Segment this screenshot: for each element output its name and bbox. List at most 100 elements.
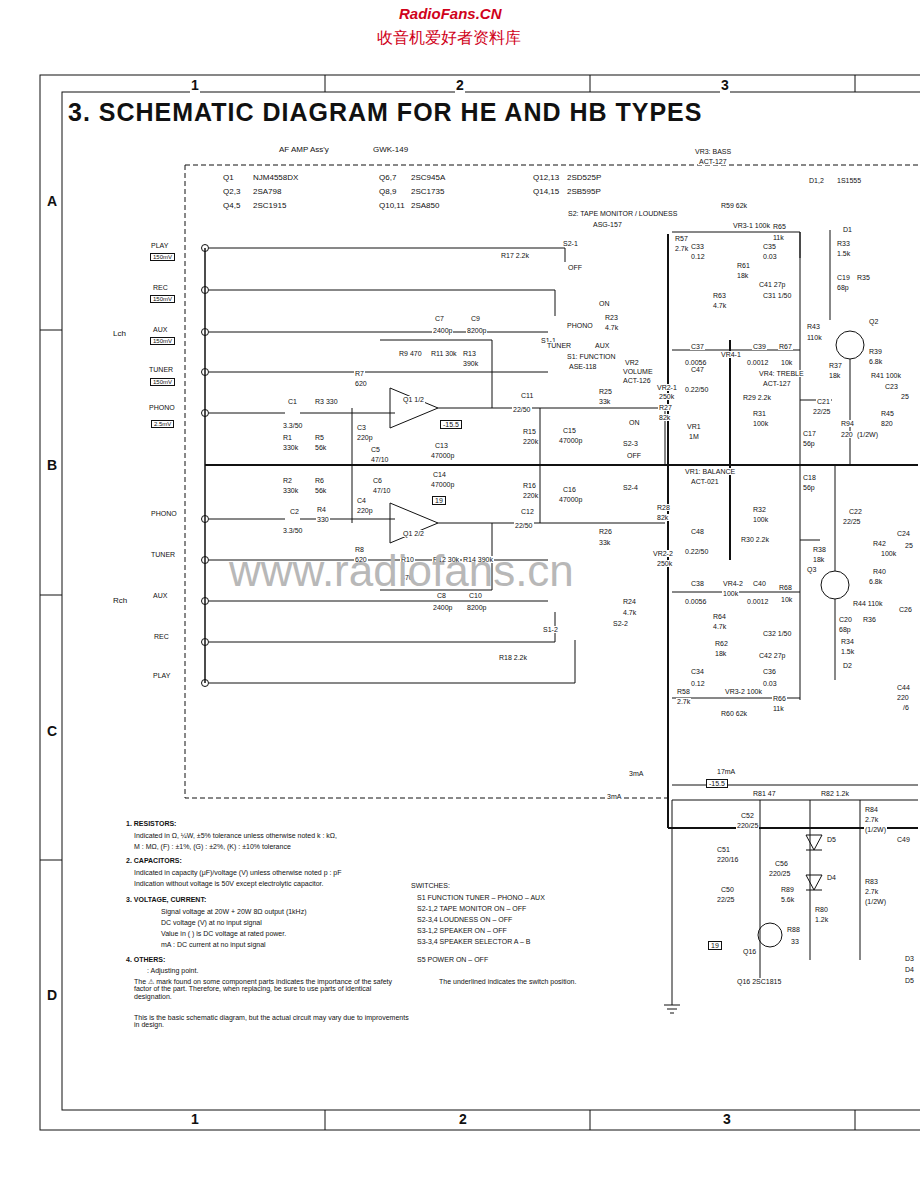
label-text: S2-3 <box>622 440 639 447</box>
label-text: C6 <box>372 477 383 484</box>
label-text: 150mV <box>150 253 175 261</box>
label-text: D4 <box>826 874 837 881</box>
driver-wires <box>830 230 850 680</box>
label-text: 2SC945A <box>410 174 446 182</box>
label-text: 220/25 <box>768 870 791 877</box>
label-text: C34 <box>690 668 705 675</box>
label-text: Q3 <box>806 566 817 573</box>
watermark: www.radiofans.cn <box>228 548 575 594</box>
label-text: S2-3,4 LOUDNESS ON – OFF <box>416 916 513 923</box>
label-text: 56k <box>314 487 327 494</box>
inner-frame <box>62 92 920 1110</box>
label-text: C42 27p <box>758 652 786 659</box>
label-text: 220p <box>356 434 374 441</box>
label-text: C52 <box>740 812 755 819</box>
label-text: 1.5k <box>836 250 851 257</box>
label-text: C37 <box>690 343 705 350</box>
label-text: AF AMP Ass'y <box>278 146 330 154</box>
label-text: R45 <box>880 410 895 417</box>
supply-wires <box>760 800 860 980</box>
label-text: R6 <box>314 477 325 484</box>
label-text: 0.12 <box>690 253 706 260</box>
label-text: Q1 <box>222 174 235 182</box>
label-text: C49 <box>896 836 911 843</box>
label-text: PLAY <box>152 672 171 679</box>
label-text: 8200p <box>466 604 487 611</box>
label-text: 17mA <box>716 768 736 775</box>
label-text: 820 <box>880 420 894 427</box>
label-text: C44 <box>896 684 911 691</box>
label-text: C12 <box>520 508 535 515</box>
label-text: 220k <box>522 492 539 499</box>
label-text: R61 <box>736 262 751 269</box>
label-text: R31 <box>752 410 767 417</box>
label-text: 1. RESISTORS: <box>125 820 177 827</box>
label-text: R89 <box>780 886 795 893</box>
label-text: D4 <box>904 966 915 973</box>
label-text: 33 <box>790 938 800 945</box>
label-text: 2400p <box>432 604 453 611</box>
label-text: SWITCHES: <box>410 882 451 889</box>
label-text: R23 <box>604 314 619 321</box>
label-text: Q16 <box>742 948 757 955</box>
label-text: 1 <box>190 78 200 93</box>
label-text: VR4-1 <box>720 351 742 358</box>
label-text: 100k <box>752 420 769 427</box>
transistor-symbol <box>836 331 864 359</box>
label-text: 150mV <box>150 378 175 386</box>
label-text: VR4: TREBLE <box>758 370 805 377</box>
play-wires <box>209 248 575 683</box>
label-text: Q14,15 <box>532 188 560 196</box>
label-text: C15 <box>562 427 577 434</box>
label-text: VR3-2 100k <box>724 688 763 695</box>
label-text: 0.03 <box>762 253 778 260</box>
label-text: R24 <box>622 598 637 605</box>
label-text: (1/2W) <box>864 898 887 905</box>
label-text: C33 <box>690 243 705 250</box>
label-text: 0.22/50 <box>684 386 709 393</box>
label-text: R64 <box>712 613 727 620</box>
opamp-symbol <box>390 503 438 543</box>
label-text: R43 <box>806 323 821 330</box>
label-text: S3-1,2 SPEAKER ON – OFF <box>416 927 508 934</box>
label-text: 0.22/50 <box>684 548 709 555</box>
label-text: 22/25 <box>842 518 862 525</box>
label-text: PHONO <box>150 510 178 517</box>
label-text: 2.5mV <box>151 420 174 428</box>
label-text: AUX <box>152 592 168 599</box>
diagram-title: 3. SCHEMATIC DIAGRAM FOR HE AND HB TYPES <box>68 98 702 127</box>
label-text: 25 <box>904 542 914 549</box>
label-text: C <box>46 724 58 739</box>
label-text: OFF <box>626 452 642 459</box>
label-text: Indicated in capacity (μF)/voltage (V) u… <box>133 869 343 876</box>
label-text: TUNER <box>546 342 572 349</box>
label-text: D3 <box>904 955 915 962</box>
label-text: 68p <box>836 284 850 291</box>
label-text: R82 1.2k <box>820 790 850 797</box>
assembly-outline <box>185 165 918 798</box>
label-text: C18 <box>802 474 817 481</box>
label-text: C14 <box>432 471 447 478</box>
label-text: VR4-2 <box>722 580 744 587</box>
label-text: D2 <box>842 662 853 669</box>
label-text: R62 <box>714 640 729 647</box>
label-text: 2 <box>458 1112 468 1127</box>
label-text: 100k <box>722 590 739 597</box>
label-text: PHONO <box>148 404 176 411</box>
label-text: C35 <box>762 243 777 250</box>
label-text: C24 <box>896 530 911 537</box>
label-text: Q4,5 <box>222 202 241 210</box>
label-text: D5 <box>826 836 837 843</box>
label-text: VR3: BASS <box>694 148 732 155</box>
label-text: C56 <box>774 860 789 867</box>
label-text: 1M <box>688 433 700 440</box>
label-text: C7 <box>434 315 445 322</box>
grid-ticks <box>40 75 855 1130</box>
label-text: D5 <box>904 977 915 984</box>
label-text: Rch <box>112 597 128 605</box>
label-text: R44 110k <box>852 600 883 607</box>
label-text: 22/50 <box>514 522 534 529</box>
label-text: 0.0056 <box>684 359 707 366</box>
label-text: 220p <box>356 507 374 514</box>
